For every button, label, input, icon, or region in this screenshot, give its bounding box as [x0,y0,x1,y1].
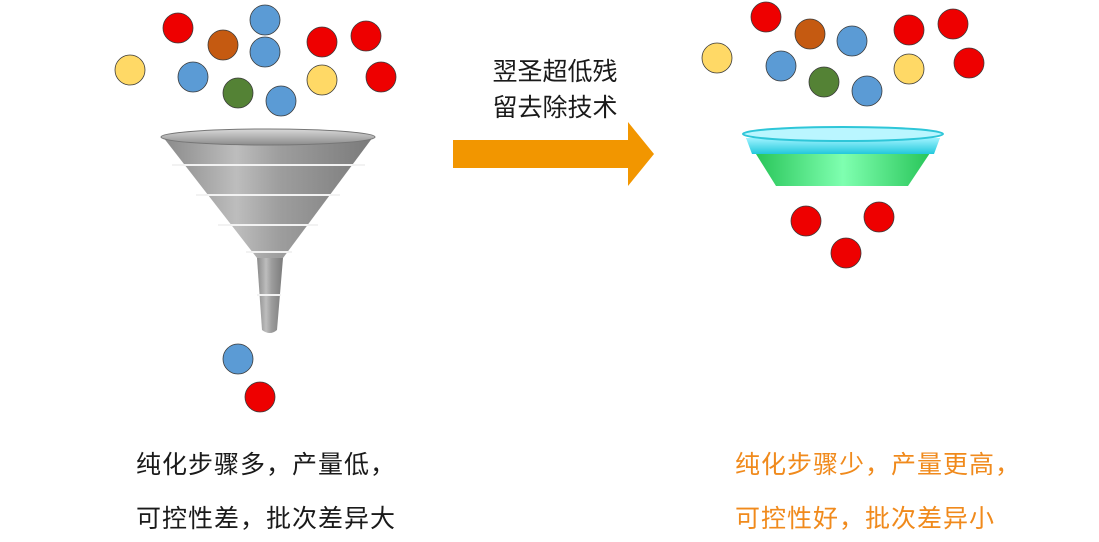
process-arrow [453,122,654,186]
blue-particle [851,75,883,107]
yellow-particle [701,42,733,74]
yellow-particle [306,64,338,96]
red-particle [162,12,194,44]
arrow-label-line1: 翌圣超低残 [492,57,618,86]
blue-particle [265,85,297,117]
red-particle [937,8,969,40]
gray-funnel [160,128,376,333]
red-particle [790,205,822,237]
red-particle [953,47,985,79]
left-caption-line1: 纯化步骤多，产量低， [136,450,397,479]
orange-particle [794,18,826,50]
orange-particle [207,29,239,61]
filter-band [746,138,940,154]
particle-group [114,1,985,413]
filter-rim [742,126,944,142]
yellow-particle [114,54,146,86]
blue-particle [765,50,797,82]
blue-particle [249,36,281,68]
red-particle [750,1,782,33]
arrow-label-line2: 留去除技术 [492,93,618,122]
yellow-particle [893,53,925,85]
blue-particle [836,25,868,57]
red-particle [350,20,382,52]
red-particle [830,237,862,269]
left-caption-line2: 可控性差，批次差异大 [136,504,397,533]
green-particle [808,66,840,98]
blue-particle [222,343,254,375]
blue-particle [249,4,281,36]
red-particle [863,201,895,233]
blue-particle [177,61,209,93]
red-particle [893,14,925,46]
right-caption-line2: 可控性好，批次差异小 [735,504,996,533]
red-particle [365,61,397,93]
right-caption-line1: 纯化步骤少，产量更高， [735,450,1022,479]
funnel-rim [160,128,376,146]
green-particle [222,77,254,109]
filter-funnel [742,126,944,186]
red-particle [244,381,276,413]
red-particle [306,26,338,58]
funnel-cone [163,137,373,258]
